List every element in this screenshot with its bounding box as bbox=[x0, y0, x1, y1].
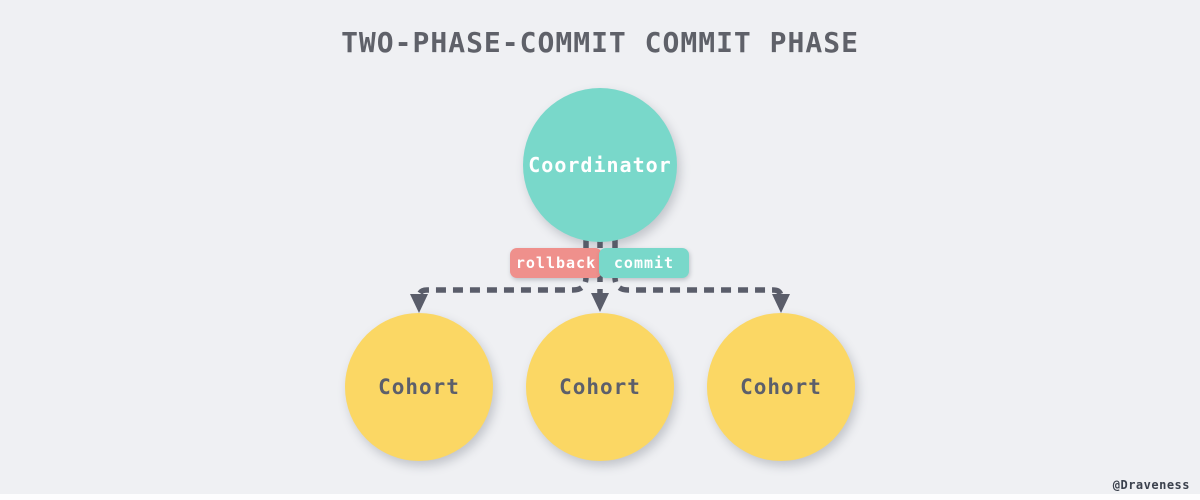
dashed-arrow-left bbox=[410, 238, 589, 313]
commit-badge: commit bbox=[599, 248, 689, 278]
dashed-arrow-center bbox=[591, 238, 609, 312]
cohort-node-3: Cohort bbox=[707, 313, 855, 461]
commit-badge-label: commit bbox=[613, 254, 675, 272]
coordinator-label: Coordinator bbox=[528, 153, 672, 177]
rollback-badge: rollback bbox=[510, 248, 602, 278]
cohort-label: Cohort bbox=[378, 375, 460, 399]
cohort-node-2: Cohort bbox=[526, 313, 674, 461]
rollback-badge-label: rollback bbox=[515, 254, 597, 272]
dashed-arrow-right bbox=[612, 238, 790, 313]
cohort-label: Cohort bbox=[559, 375, 641, 399]
cohort-label: Cohort bbox=[740, 375, 822, 399]
bottom-strip bbox=[0, 494, 1200, 500]
diagram-title: TWO-PHASE-COMMIT COMMIT PHASE bbox=[341, 26, 859, 59]
coordinator-node: Coordinator bbox=[523, 88, 677, 242]
cohort-node-1: Cohort bbox=[345, 313, 493, 461]
watermark: @Draveness bbox=[1112, 478, 1190, 492]
